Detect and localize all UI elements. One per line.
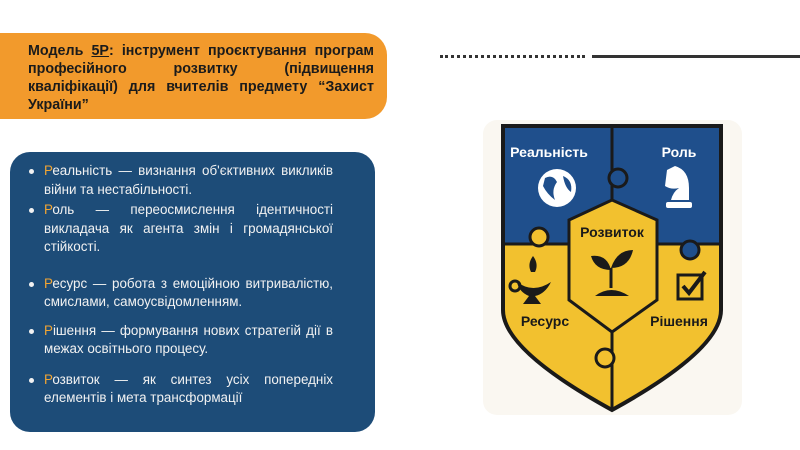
list-item: Ресурс — робота з емоційною витривалістю…	[24, 275, 333, 312]
page-title: Модель 5P: інструмент проєктування прогр…	[28, 43, 374, 113]
label-decision: Рішення	[650, 313, 708, 329]
model-name: 5P	[91, 43, 109, 59]
checkbox-icon	[676, 270, 707, 301]
chess-knight-icon	[665, 166, 692, 208]
sprout-icon	[591, 250, 633, 296]
5p-shield: Реальність Роль Розвиток Ресурс Рішення	[501, 124, 723, 413]
list-item: Роль — переосмислення ідентичності викла…	[24, 201, 333, 257]
decorative-dots	[440, 55, 585, 58]
list-item: Рішення — формування нових стратегій дії…	[24, 322, 333, 359]
label-resource: Ресурс	[521, 313, 570, 329]
title-box: Модель 5P: інструмент проєктування прогр…	[0, 33, 387, 119]
decorative-line	[592, 55, 800, 58]
label-role: Роль	[662, 144, 697, 160]
globe-icon	[538, 169, 576, 207]
list-item: Реальність — визнання об'єктивних виклик…	[24, 162, 333, 199]
description-panel: Реальність — визнання об'єктивних виклик…	[10, 152, 375, 432]
label-development: Розвиток	[580, 224, 645, 240]
oil-lamp-icon	[508, 256, 551, 304]
label-reality: Реальність	[510, 144, 588, 160]
list-item: Розвиток — як синтез усіх попередніх еле…	[24, 371, 333, 408]
